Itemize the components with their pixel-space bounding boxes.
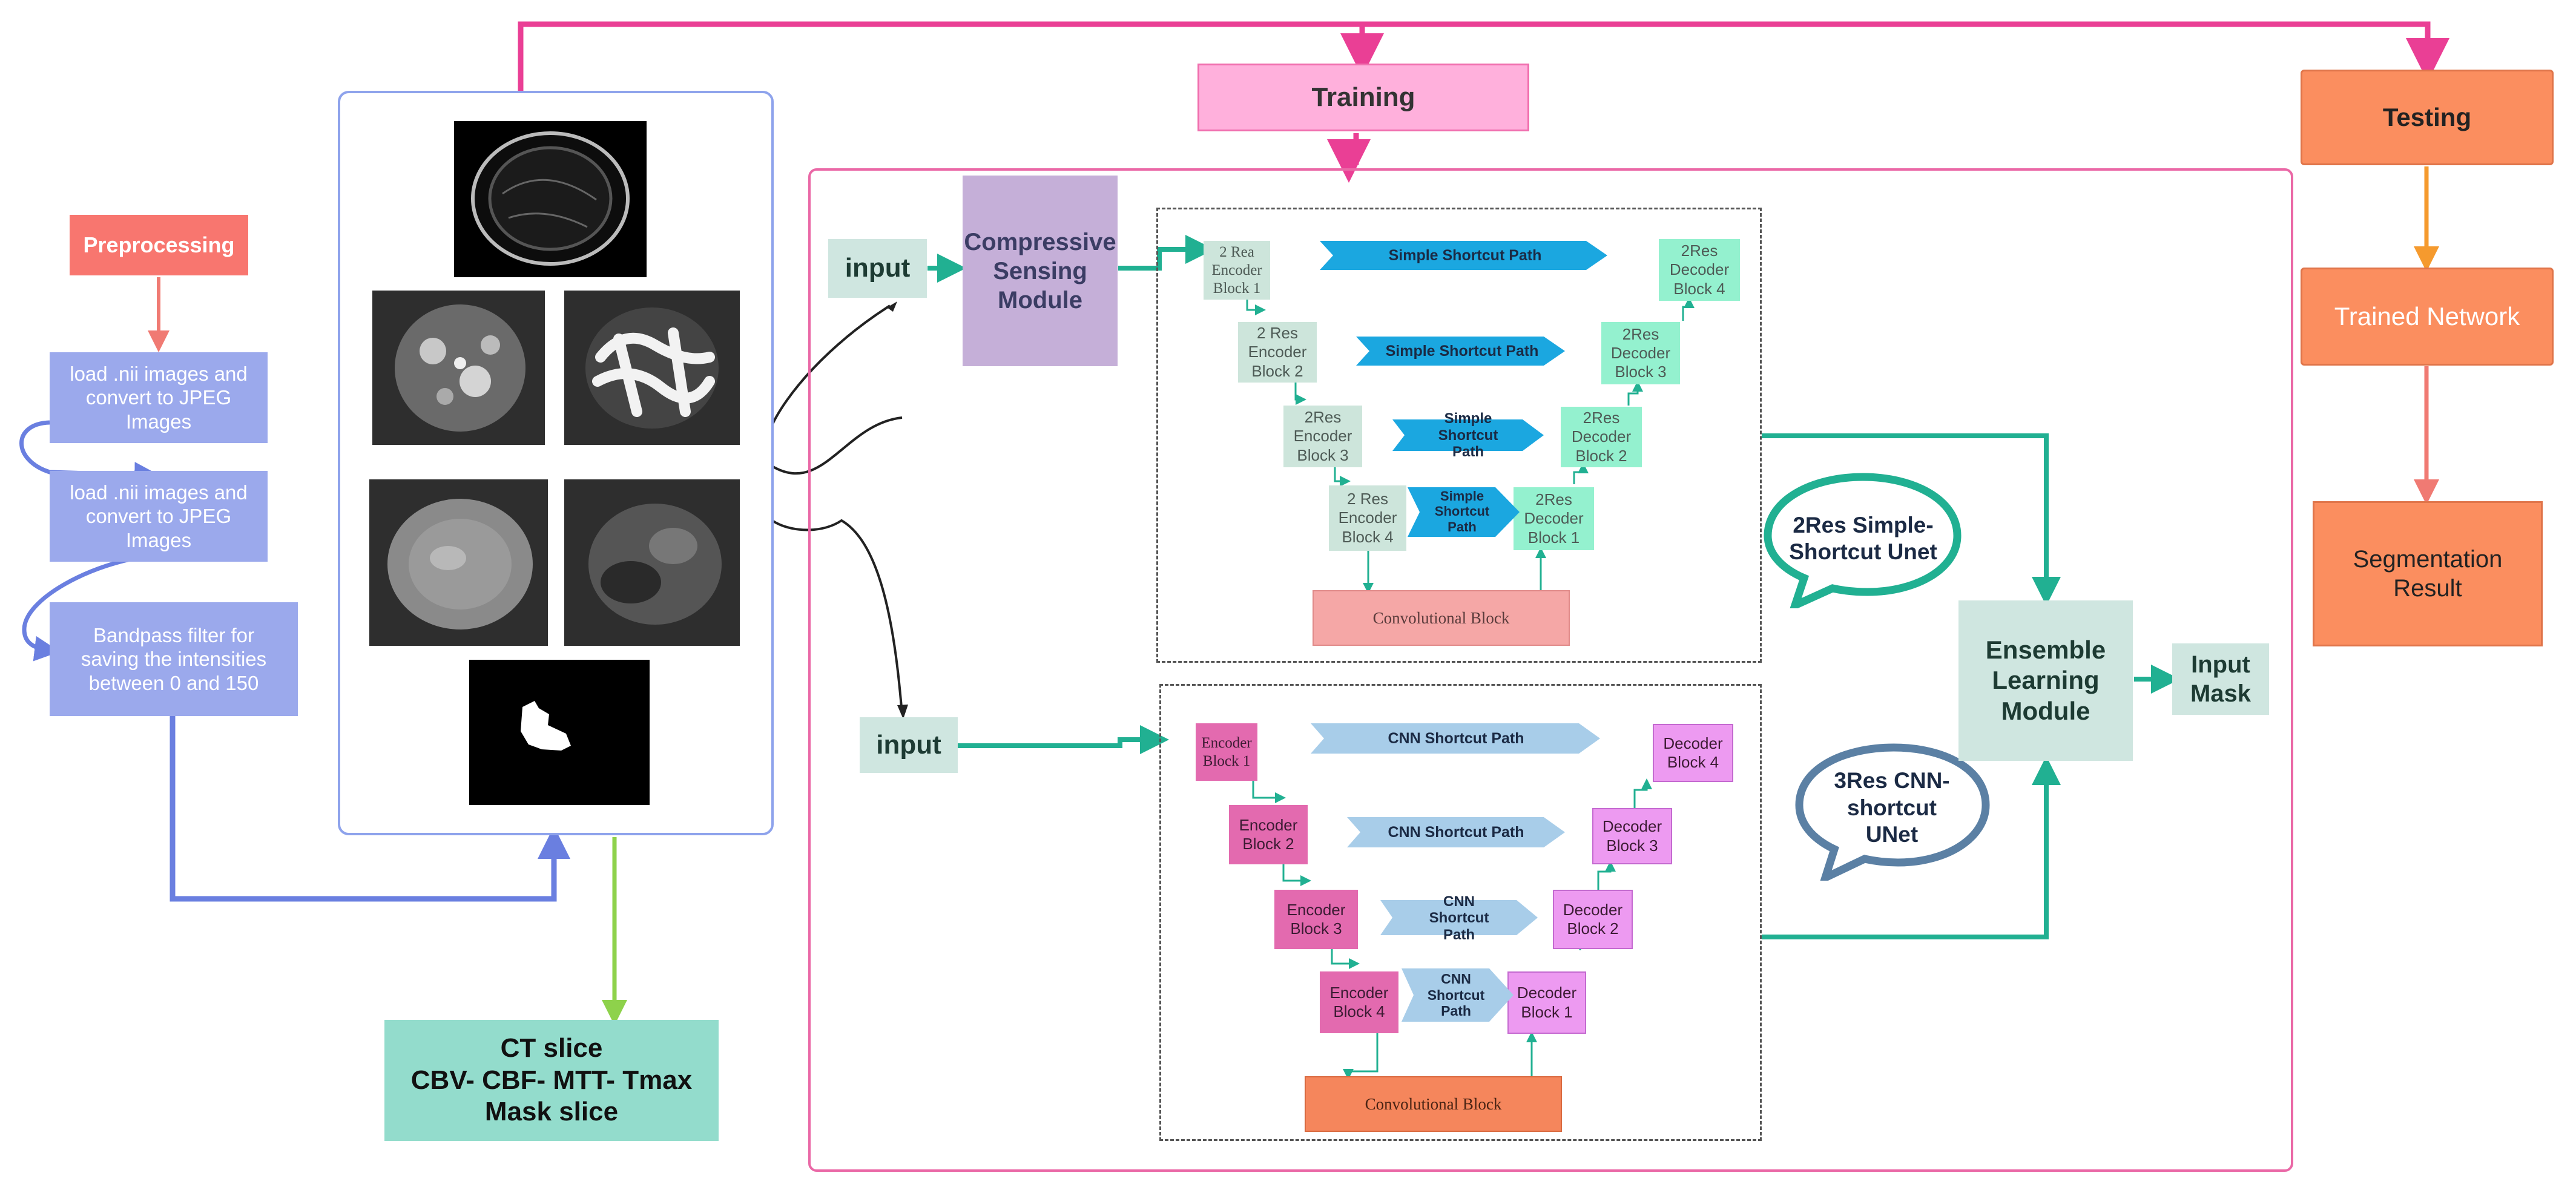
bottom-shortcut-arrow-3 [1380, 900, 1538, 935]
top-shortcut-arrow-3 [1392, 419, 1544, 451]
slices-caption-line-2: CBV- CBF- MTT- Tmax [410, 1065, 693, 1095]
preprocessing-title: Preprocessing [70, 215, 248, 275]
top-decoder-block-1: 2Res Decoder Block 1 [1514, 487, 1594, 550]
trained-network-box: Trained Network [2301, 268, 2554, 366]
top-shortcut-label-2: Simple Shortcut Path [1385, 342, 1539, 360]
bottom-shortcut-label-1: CNN Shortcut Path [1388, 729, 1524, 747]
bottom-shortcut-label-3: CNN Shortcut Path [1429, 893, 1489, 943]
compressive-sensing-module: Compressive Sensing Module [963, 176, 1118, 366]
preprocess-step-2: load .nii images and convert to JPEG Ima… [50, 471, 268, 562]
mtt-slice-image [369, 479, 548, 646]
bottom-network-bubble-text: 3Res CNN-shortcut UNet [1834, 768, 1950, 847]
top-network-bubble-text: 2Res Simple-Shortcut Unet [1789, 512, 1937, 564]
top-network-to-ensemble-route [1762, 433, 2061, 606]
top-shortcut-label-3: Simple Shortcut Path [1438, 410, 1498, 461]
bottom-decoder-block-1: Decoder Block 1 [1507, 971, 1586, 1034]
training-label: Training [1197, 64, 1529, 131]
slices-caption: CT slice CBV- CBF- MTT- Tmax Mask slice [384, 1020, 719, 1141]
cbv-slice-image [372, 291, 545, 445]
top-network-bubble [1764, 473, 1962, 608]
top-encoder-block-4: 2 Res Encoder Block 4 [1329, 485, 1406, 551]
step3-to-slices-route [170, 714, 570, 902]
bottom-input-box: input [860, 717, 958, 773]
top-shortcut-arrow-2 [1356, 337, 1565, 366]
top-input-box: input [828, 239, 927, 298]
segmentation-result-box: Segmentation Result [2313, 501, 2543, 646]
bottom-encoder-block-1: Encoder Block 1 [1196, 723, 1257, 781]
top-decoder-block-2: 2Res Decoder Block 2 [1561, 407, 1642, 467]
bottom-encoder-block-2: Encoder Block 2 [1229, 805, 1308, 864]
slices-caption-line-3: Mask slice [484, 1097, 619, 1127]
bottom-decoder-block-3: Decoder Block 3 [1592, 808, 1672, 864]
bottom-shortcut-arrow-1 [1311, 723, 1600, 754]
tmax-slice-image [564, 479, 740, 646]
slices-caption-line-1: CT slice [500, 1033, 603, 1063]
top-unet-frame [1156, 208, 1762, 663]
training-frame [808, 168, 2293, 1172]
preprocess-step-1: load .nii images and convert to JPEG Ima… [50, 352, 268, 443]
bottom-shortcut-label-4: CNN Shortcut Path [1427, 971, 1485, 1019]
top-encoder-block-1: 2 Rea Encoder Block 1 [1204, 241, 1270, 300]
top-shortcut-label-4: Simple Shortcut Path [1434, 488, 1490, 534]
preprocess-step-3: Bandpass filter for saving the intensiti… [50, 602, 298, 716]
top-encoder-block-3: 2Res Encoder Block 3 [1283, 406, 1362, 467]
bottom-shortcut-label-2: CNN Shortcut Path [1388, 823, 1524, 841]
testing-label: Testing [2301, 70, 2554, 165]
top-decoder-block-4: 2Res Decoder Block 4 [1659, 239, 1740, 301]
bottom-convolutional-block: Convolutional Block [1305, 1076, 1562, 1132]
mask-slice-image [469, 660, 650, 805]
top-encoder-block-2: 2 Res Encoder Block 2 [1238, 322, 1317, 383]
bottom-encoder-block-3: Encoder Block 3 [1274, 890, 1358, 949]
bottom-shortcut-arrow-2 [1347, 817, 1565, 847]
bottom-unet-frame [1159, 684, 1762, 1141]
bottom-input-route [958, 725, 1169, 754]
ct-slice-image [454, 121, 647, 277]
bottom-shortcut-arrow-4 [1402, 968, 1514, 1022]
input-mask-box: Input Mask [2172, 643, 2269, 715]
top-unet-links [1246, 297, 1695, 594]
bottom-decoder-block-4: Decoder Block 4 [1653, 724, 1733, 782]
top-decoder-block-3: 2Res Decoder Block 3 [1601, 322, 1680, 384]
ensemble-learning-module: Ensemble Learning Module [1958, 600, 2133, 761]
bottom-encoder-block-4: Encoder Block 4 [1320, 971, 1398, 1033]
top-shortcut-arrow-4 [1408, 487, 1520, 537]
top-shortcut-label-1: Simple Shortcut Path [1388, 246, 1542, 264]
bottom-network-bubble [1795, 743, 1990, 881]
bottom-network-to-ensemble-route [1762, 756, 2061, 939]
cs-to-encoder1-route [1118, 235, 1214, 271]
pink-top-route [518, 21, 2449, 183]
bottom-decoder-block-2: Decoder Block 2 [1553, 890, 1633, 949]
top-shortcut-arrow-1 [1320, 241, 1607, 270]
step2-to-step3-curve [22, 553, 152, 662]
top-convolutional-block: Convolutional Block [1313, 590, 1570, 646]
cbf-slice-image [564, 291, 740, 445]
step1-to-step2-curve [19, 420, 160, 488]
